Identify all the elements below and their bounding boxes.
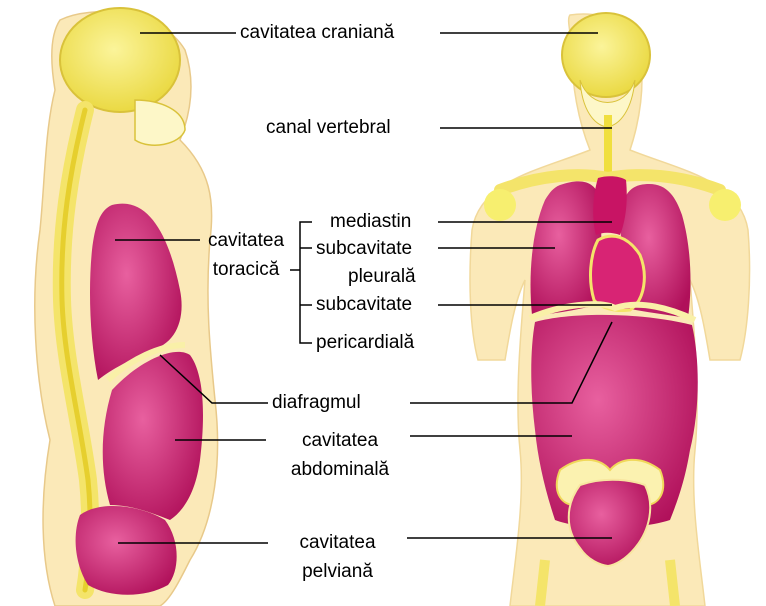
- thoracic-bracket: [300, 222, 312, 343]
- side-cranial-cavity: [60, 8, 180, 112]
- right-shoulder-joint: [709, 189, 741, 221]
- side-view-figure: [35, 8, 218, 606]
- front-cranial-cavity: [562, 13, 650, 97]
- label-pericardial-line1: subcavitate: [316, 294, 412, 316]
- label-pleural-line1: subcavitate: [316, 238, 412, 260]
- label-pelvic-line1: cavitatea: [270, 532, 405, 554]
- label-pleural-line2: pleurală: [348, 266, 416, 288]
- label-abdominal-line1: cavitatea: [270, 430, 410, 452]
- label-thoracic-cavity-line2: toracică: [200, 259, 292, 281]
- front-view-figure: [470, 13, 750, 606]
- label-thoracic-cavity-line1: cavitatea: [200, 230, 292, 252]
- front-mediastinum: [593, 176, 627, 235]
- label-diaphragm: diafragmul: [272, 392, 361, 414]
- label-mediastinum: mediastin: [330, 211, 411, 233]
- label-cranial-cavity: cavitatea craniană: [240, 22, 394, 44]
- left-shoulder-joint: [484, 189, 516, 221]
- label-abdominal-line2: abdominală: [270, 459, 410, 481]
- side-pelvic-cavity: [76, 506, 177, 595]
- front-vertebral-canal: [604, 115, 612, 175]
- label-vertebral-canal: canal vertebral: [266, 117, 391, 139]
- label-pelvic-line2: pelviană: [270, 561, 405, 583]
- label-pericardial-line2: pericardială: [316, 332, 414, 354]
